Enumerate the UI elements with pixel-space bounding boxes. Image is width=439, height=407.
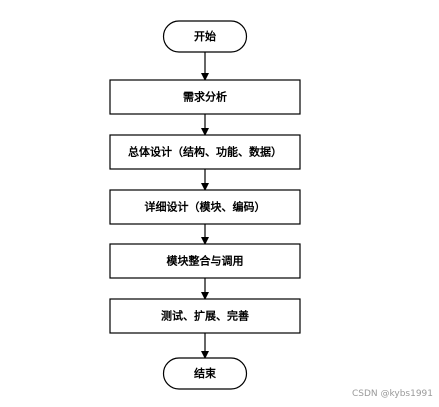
node-label-testing: 测试、扩展、完善: [161, 309, 249, 323]
process-box-requirements: [109, 79, 301, 115]
node-detailed-design: 详细设计（模块、编码）: [109, 189, 301, 225]
process-box-integration: [109, 243, 301, 279]
node-label-requirements: 需求分析: [183, 90, 227, 104]
node-testing: 测试、扩展、完善: [109, 298, 301, 334]
node-integration: 模块整合与调用: [109, 243, 301, 279]
node-end: 结束: [162, 357, 248, 390]
node-start: 开始: [162, 20, 248, 53]
node-label-detailed-design: 详细设计（模块、编码）: [145, 200, 266, 214]
process-box-testing: [109, 298, 301, 334]
node-label-end: 结束: [193, 366, 217, 380]
terminal-shape-start: [162, 20, 248, 53]
node-requirements: 需求分析: [109, 79, 301, 115]
node-overall-design: 总体设计（结构、功能、数据）: [109, 134, 301, 170]
process-box-detailed-design: [109, 189, 301, 225]
process-box-overall-design: [109, 134, 301, 170]
terminal-shape-end: [162, 357, 248, 390]
node-label-overall-design: 总体设计（结构、功能、数据）: [128, 145, 282, 159]
node-label-start: 开始: [194, 29, 216, 43]
node-label-integration: 模块整合与调用: [167, 254, 244, 268]
watermark: CSDN @kybs1991: [351, 389, 433, 399]
